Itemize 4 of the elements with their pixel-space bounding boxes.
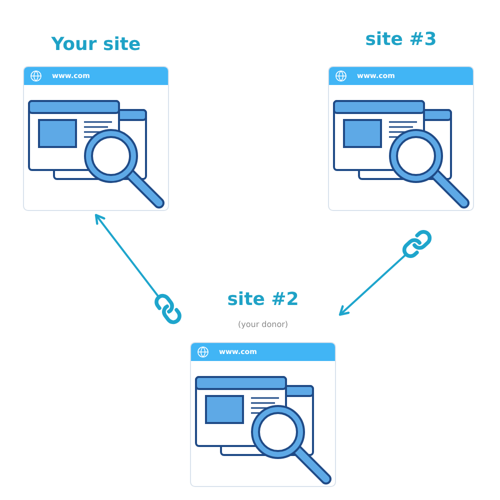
site-title: Your site (51, 34, 141, 56)
site-title: site #2 (227, 289, 299, 311)
site-title: site #3 (365, 29, 437, 51)
site-subtitle: (your donor) (238, 319, 288, 331)
